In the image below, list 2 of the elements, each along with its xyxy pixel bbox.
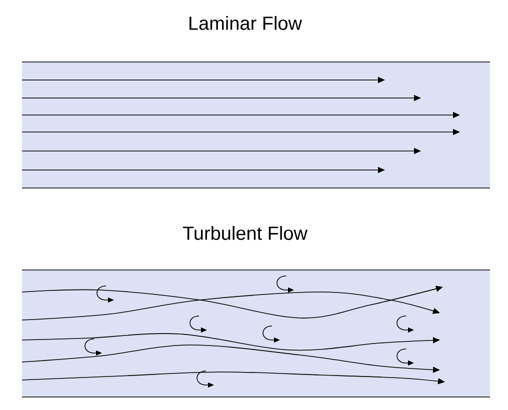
panel-title: Turbulent Flow (182, 226, 308, 240)
panel-title: Laminar Flow (190, 16, 302, 30)
